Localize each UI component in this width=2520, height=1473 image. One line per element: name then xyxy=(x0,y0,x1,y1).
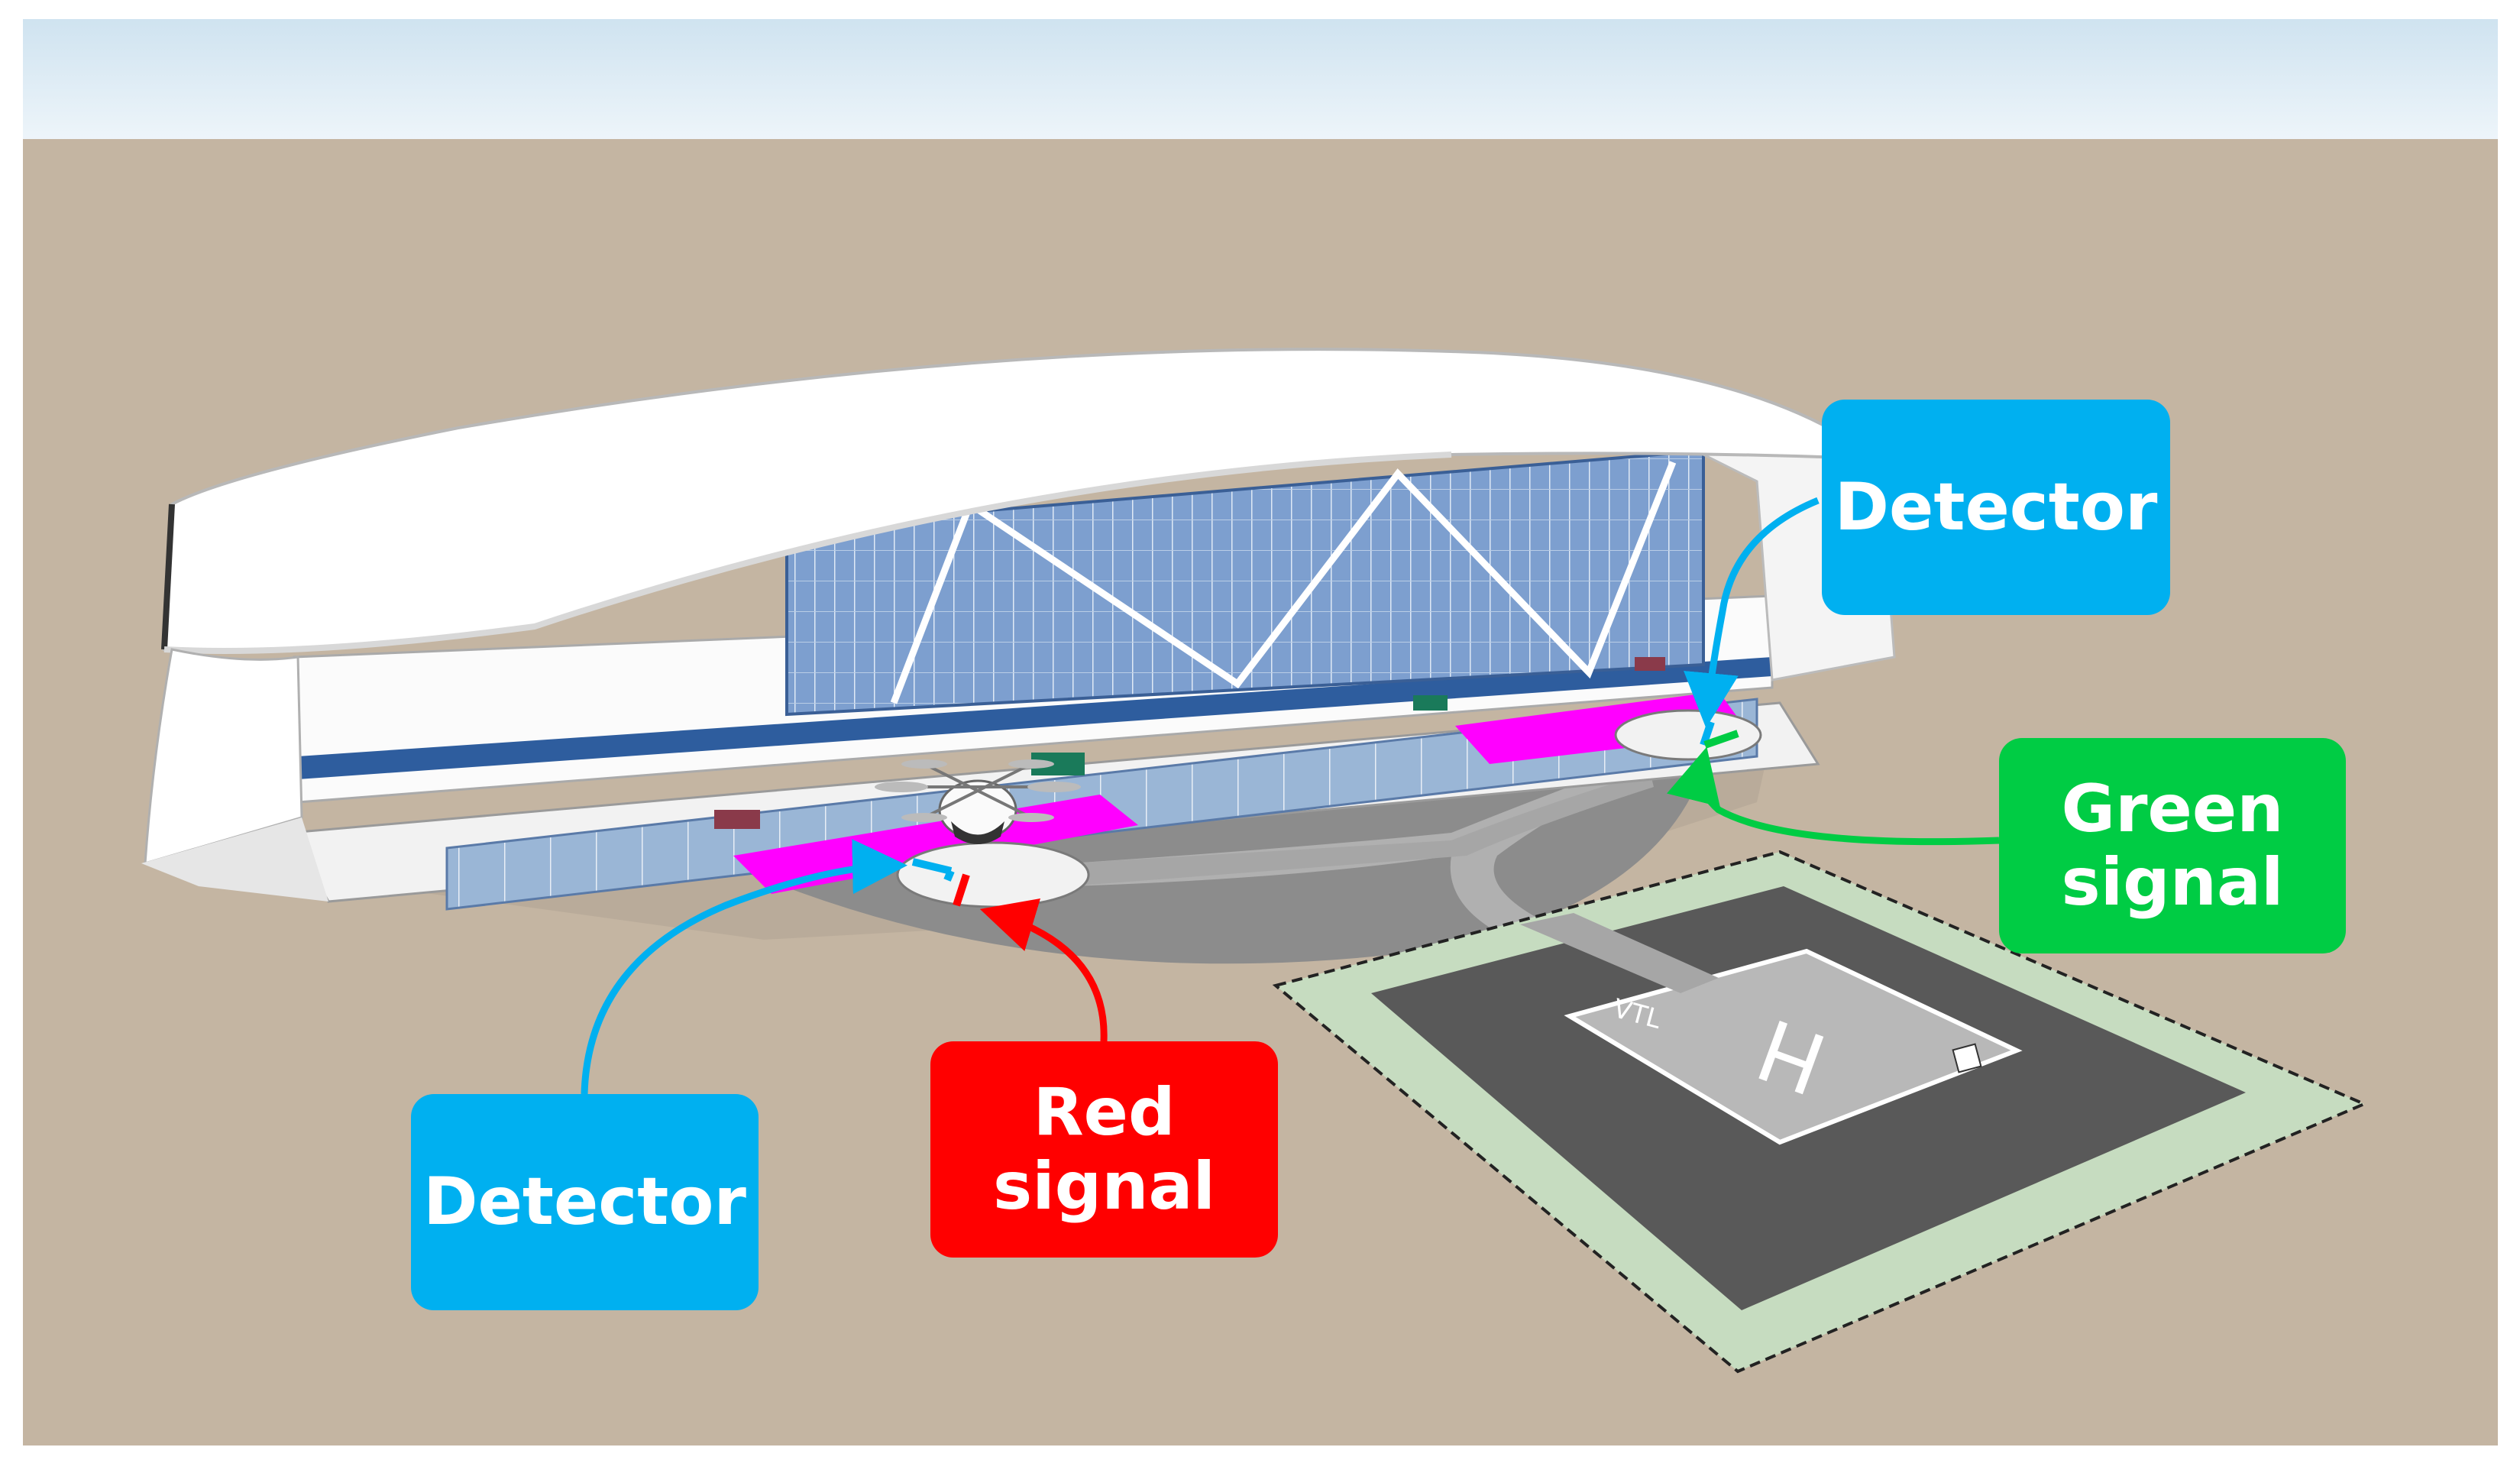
green-signal-label-line2: signal xyxy=(2061,844,2284,921)
evtol-aircraft xyxy=(875,759,1081,844)
detector-label-top: Detector xyxy=(1834,468,2158,545)
red-signal-label-line1: Red xyxy=(1033,1074,1176,1151)
sky xyxy=(23,19,2498,141)
detector-label-bottom: Detector xyxy=(423,1164,746,1241)
detector-marker-left xyxy=(911,858,953,875)
red-signal-label-line2: signal xyxy=(993,1148,1215,1225)
arrow-green-signal xyxy=(1666,746,2000,846)
landing-pad-left xyxy=(896,841,1090,908)
detector-callout-bottom: Detector xyxy=(411,1094,759,1310)
arrow-detector-top xyxy=(1684,497,1820,728)
red-signal-marker xyxy=(953,873,970,907)
taxiway-left xyxy=(1069,772,1654,886)
detector-marker-left-vertical xyxy=(943,869,955,882)
arrow-red-signal xyxy=(979,898,1108,1042)
helipad-sign xyxy=(1952,1043,1982,1073)
green-signal-callout: Green signal xyxy=(1999,738,2346,953)
green-signal-label-line1: Green xyxy=(2061,770,2284,847)
red-signal-callout: Red signal xyxy=(930,1041,1278,1258)
landing-pad-right xyxy=(1614,709,1762,761)
detector-callout-top: Detector xyxy=(1822,400,2170,615)
green-signal-marker xyxy=(1703,730,1739,749)
helipad: H VTL xyxy=(1272,850,2369,1374)
arrow-detector-bottom xyxy=(581,839,907,1095)
stand-highlight-right xyxy=(1455,691,1749,764)
